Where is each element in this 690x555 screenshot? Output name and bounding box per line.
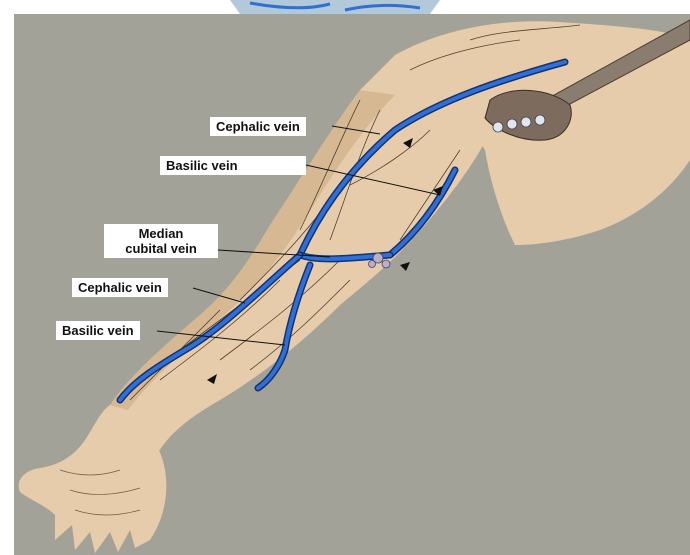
label-median-cubital-vein: Median cubital vein: [104, 224, 218, 258]
label-cephalic-vein-upper: Cephalic vein: [210, 117, 306, 136]
left-white-strip: [0, 0, 14, 555]
label-median-cubital-line2: cubital vein: [110, 241, 212, 256]
label-median-cubital-line1: Median: [110, 226, 212, 241]
label-basilic-vein-upper: Basilic vein: [160, 156, 306, 175]
label-basilic-vein-lower: Basilic vein: [56, 321, 140, 340]
label-cephalic-vein-lower: Cephalic vein: [72, 278, 168, 297]
